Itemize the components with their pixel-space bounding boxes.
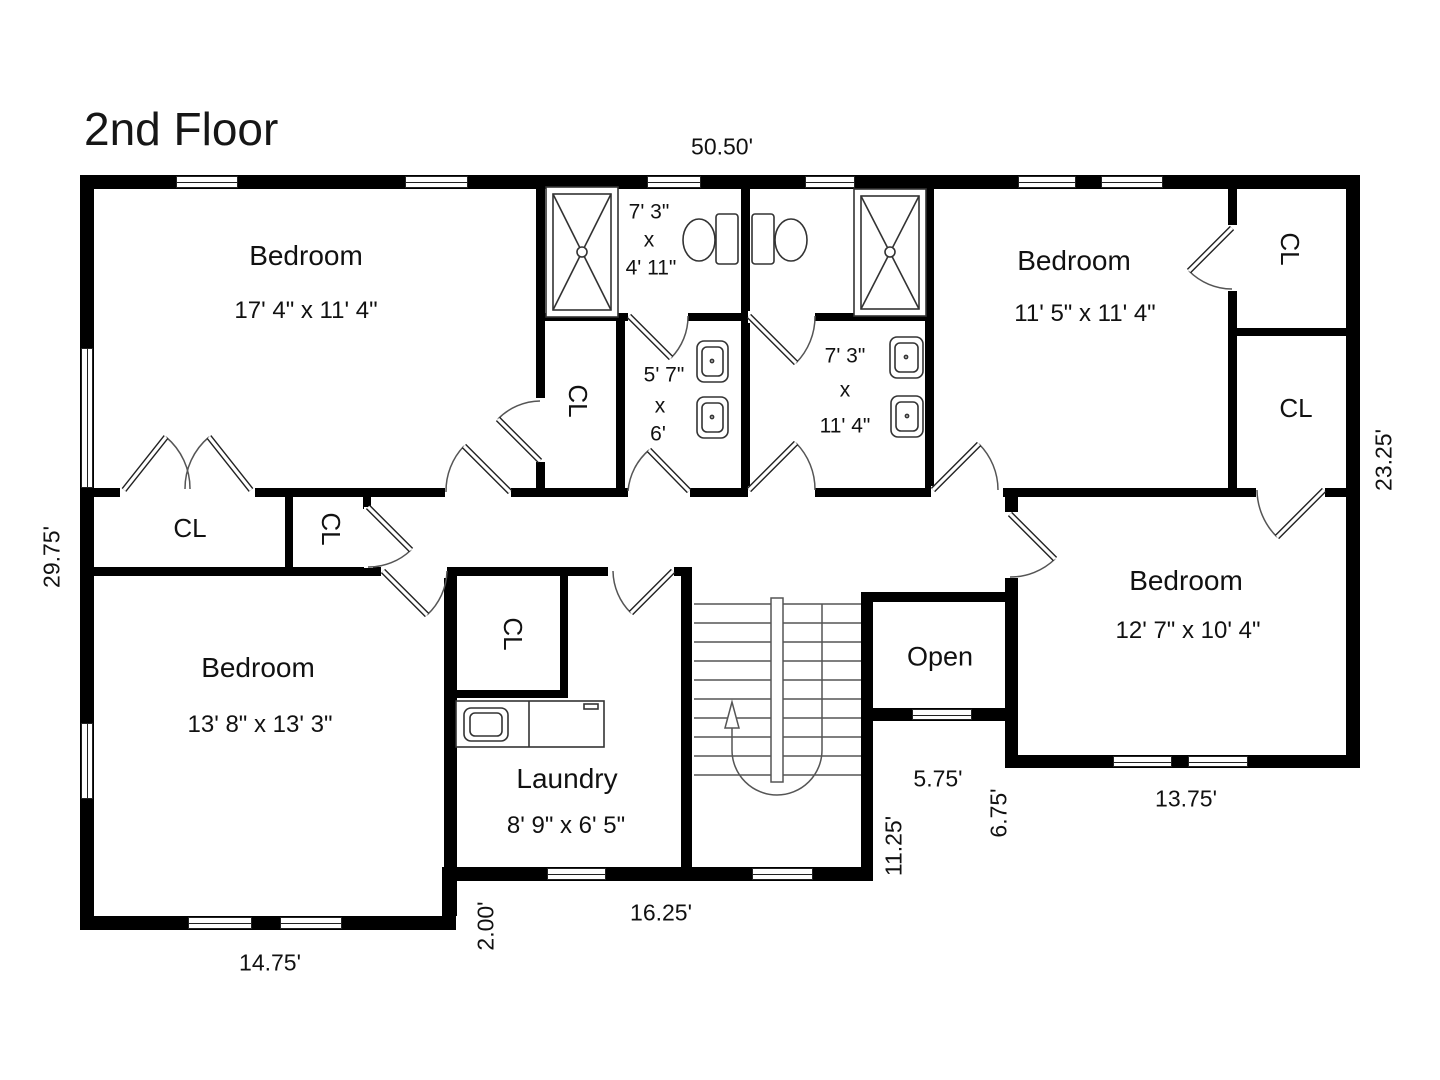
wall (1346, 175, 1360, 768)
room-dims-bath-mid: 6' (650, 422, 666, 446)
room-dims-bath-right: x (839, 378, 851, 402)
toilet-icon (751, 213, 808, 265)
dim-label-open-width: 5.75' (913, 765, 963, 792)
window (1188, 756, 1248, 767)
window (912, 709, 972, 720)
stairs-up-arrow-icon (724, 699, 740, 729)
wall (560, 576, 568, 698)
wall (1005, 708, 1018, 768)
room-label-bedroom-tr: Bedroom (1017, 245, 1131, 276)
shower-icon (545, 186, 619, 318)
dim-label-bottom-mid: 16.25' (630, 899, 692, 926)
closet-label: CL (1279, 393, 1313, 423)
room-dims-bath-right: 7' 3" (824, 344, 866, 368)
room-dims-bedroom-tr: 11' 5" x 11' 4" (1014, 300, 1156, 327)
wall (681, 567, 692, 880)
wall (1228, 328, 1346, 336)
sink-icon (890, 395, 924, 438)
dim-label-bottom-left: 14.75' (239, 949, 301, 976)
window (188, 917, 252, 929)
wall (363, 497, 371, 509)
window (81, 723, 93, 799)
room-dims-bedroom-br: 12' 7" x 10' 4" (1115, 617, 1261, 644)
window (1101, 176, 1163, 188)
door-leaves (121, 225, 1327, 618)
window (405, 176, 468, 188)
stairs (694, 597, 861, 796)
dim-label-stair: 11.25' (880, 815, 907, 877)
wall (741, 189, 750, 488)
wall (80, 916, 456, 930)
closet-label: CL (1275, 232, 1305, 266)
washer-dryer-icon (455, 700, 605, 748)
closet-label: CL (498, 617, 528, 651)
window (81, 348, 93, 488)
dim-label-left: 29.75' (38, 526, 65, 588)
room-label-bedroom-bl: Bedroom (201, 652, 315, 683)
wall (444, 690, 568, 698)
room-dims-bath-top: 4' 11" (625, 256, 677, 280)
window (647, 176, 701, 188)
room-dims-laundry: 8' 9" x 6' 5" (506, 812, 626, 839)
dim-label-right: 23.25' (1370, 429, 1397, 491)
window (547, 868, 606, 880)
room-dims-bath-right: 11' 4" (819, 414, 871, 438)
room-dims-bath-top: 7' 3" (628, 200, 670, 224)
closet-label: CL (173, 513, 207, 543)
wall (616, 318, 625, 488)
sink-icon (696, 396, 729, 439)
wall (1005, 755, 1360, 768)
toilet-icon (682, 213, 739, 265)
dim-label-bottom-right: 13.75' (1155, 785, 1217, 812)
closet-label: CL (316, 512, 346, 546)
room-label-open: Open (906, 641, 974, 672)
room-dims-bedroom-bl: 13' 8" x 13' 3" (187, 711, 333, 738)
sink-icon (889, 336, 924, 379)
closet-label: CL (563, 384, 593, 418)
stair-direction-line (731, 604, 823, 796)
room-dims-bath-mid: 5' 7" (643, 363, 685, 387)
wall (444, 567, 457, 916)
dim-label-top: 50.50' (691, 133, 753, 160)
wall (1228, 189, 1237, 488)
wall (536, 313, 931, 321)
floor-title: 2nd Floor (84, 103, 279, 155)
wall (285, 497, 293, 567)
wall (861, 592, 1018, 602)
window (752, 868, 813, 880)
room-label-bedroom-tl: Bedroom (249, 240, 363, 271)
room-dims-bedroom-tl: 17' 4" x 11' 4" (234, 297, 378, 324)
dim-label-step: 2.00' (472, 901, 499, 951)
window (176, 176, 238, 188)
wall (861, 592, 873, 881)
door-arcs (165, 270, 1278, 616)
window (1018, 176, 1076, 188)
wall (94, 488, 1346, 497)
shower-icon (853, 188, 927, 317)
window (1113, 756, 1172, 767)
room-dims-bath-top: x (643, 228, 655, 252)
room-label-laundry: Laundry (516, 763, 618, 794)
wall (925, 189, 934, 488)
sink-icon (696, 340, 729, 383)
window (280, 917, 342, 929)
door-openings (120, 225, 1325, 578)
wall (536, 189, 545, 488)
dim-label-open-height: 6.75' (985, 788, 1012, 838)
window (805, 176, 855, 188)
room-label-bedroom-br: Bedroom (1129, 565, 1243, 596)
room-dims-bath-mid: x (654, 394, 666, 418)
